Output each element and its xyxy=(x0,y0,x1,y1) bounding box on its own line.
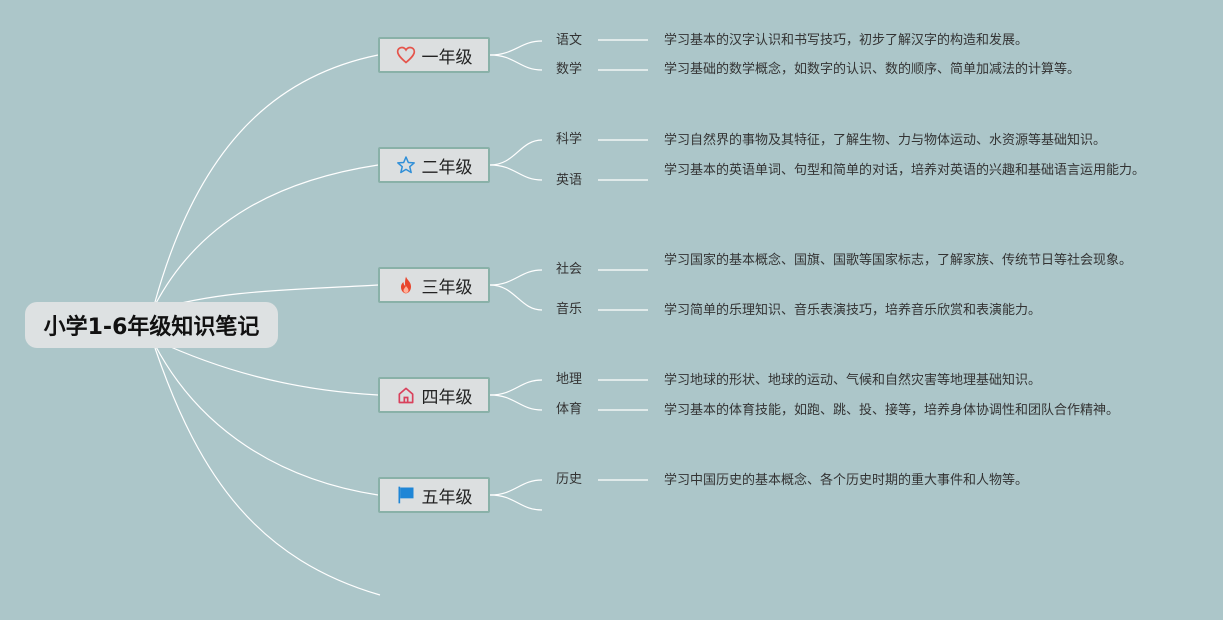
subject-label[interactable]: 地理 xyxy=(556,372,583,387)
subject-description: 学习基本的体育技能，如跑、跳、投、接等，培养身体协调性和团队合作精神。 xyxy=(664,403,1120,418)
fire-icon xyxy=(396,275,416,295)
subject-label[interactable]: 英语 xyxy=(556,173,583,188)
grade-node-4[interactable]: 四年级 xyxy=(378,377,490,413)
subject-description: 学习国家的基本概念、国旗、国歌等国家标志，了解家族、传统节日等社会现象。 xyxy=(664,253,1133,268)
grade-label: 一年级 xyxy=(421,47,473,68)
branch-line xyxy=(154,344,379,496)
subject-description: 学习基本的汉字认识和书写技巧，初步了解汉字的构造和发展。 xyxy=(664,33,1029,48)
subject-label[interactable]: 体育 xyxy=(556,402,583,417)
root-title: 小学1-6年级知识笔记 xyxy=(43,315,260,340)
branch-line xyxy=(154,339,379,396)
flag-icon xyxy=(396,485,416,505)
branch-line xyxy=(154,164,379,306)
subject-description: 学习基本的英语单词、句型和简单的对话，培养对英语的兴趣和基础语言运用能力。 xyxy=(664,163,1146,178)
subject-label[interactable]: 社会 xyxy=(556,262,583,277)
grade-node-2[interactable]: 二年级 xyxy=(378,147,490,183)
subject-description: 学习中国历史的基本概念、各个历史时期的重大事件和人物等。 xyxy=(664,473,1029,488)
subject-description: 学习地球的形状、地球的运动、气候和自然灾害等地理基础知识。 xyxy=(664,373,1042,388)
branch-line xyxy=(154,54,379,303)
grade-node-1[interactable]: 一年级 xyxy=(378,37,490,73)
grade-label: 四年级 xyxy=(421,387,473,408)
branch-line xyxy=(154,347,381,596)
heart-icon xyxy=(396,45,416,65)
root-node[interactable]: 小学1-6年级知识笔记 xyxy=(25,302,278,348)
grade-node-3[interactable]: 三年级 xyxy=(378,267,490,303)
house-icon xyxy=(396,385,416,405)
grade-node-5[interactable]: 五年级 xyxy=(378,477,490,513)
branch-line xyxy=(489,479,543,496)
subject-label[interactable]: 科学 xyxy=(556,132,583,147)
branch-line xyxy=(489,40,543,56)
subject-label[interactable]: 语文 xyxy=(556,33,583,48)
subject-label[interactable]: 音乐 xyxy=(556,302,583,317)
branch-line xyxy=(489,494,543,511)
grade-label: 五年级 xyxy=(421,487,473,508)
subject-description: 学习自然界的事物及其特征，了解生物、力与物体运动、水资源等基础知识。 xyxy=(664,133,1107,148)
branch-line xyxy=(489,284,543,311)
branch-line xyxy=(489,379,543,396)
subject-description: 学习基础的数学概念，如数字的认识、数的顺序、简单加减法的计算等。 xyxy=(664,62,1081,77)
star-icon xyxy=(396,155,416,175)
subject-label[interactable]: 历史 xyxy=(556,472,583,487)
branch-line xyxy=(489,394,543,411)
grade-label: 三年级 xyxy=(421,277,473,298)
grade-label: 二年级 xyxy=(421,157,473,178)
branch-line xyxy=(489,269,543,286)
subject-label[interactable]: 数学 xyxy=(556,62,583,77)
subject-description: 学习简单的乐理知识、音乐表演技巧，培养音乐欣赏和表演能力。 xyxy=(664,303,1042,318)
branch-line xyxy=(489,164,543,181)
branch-line xyxy=(489,139,543,166)
branch-line xyxy=(489,54,543,71)
